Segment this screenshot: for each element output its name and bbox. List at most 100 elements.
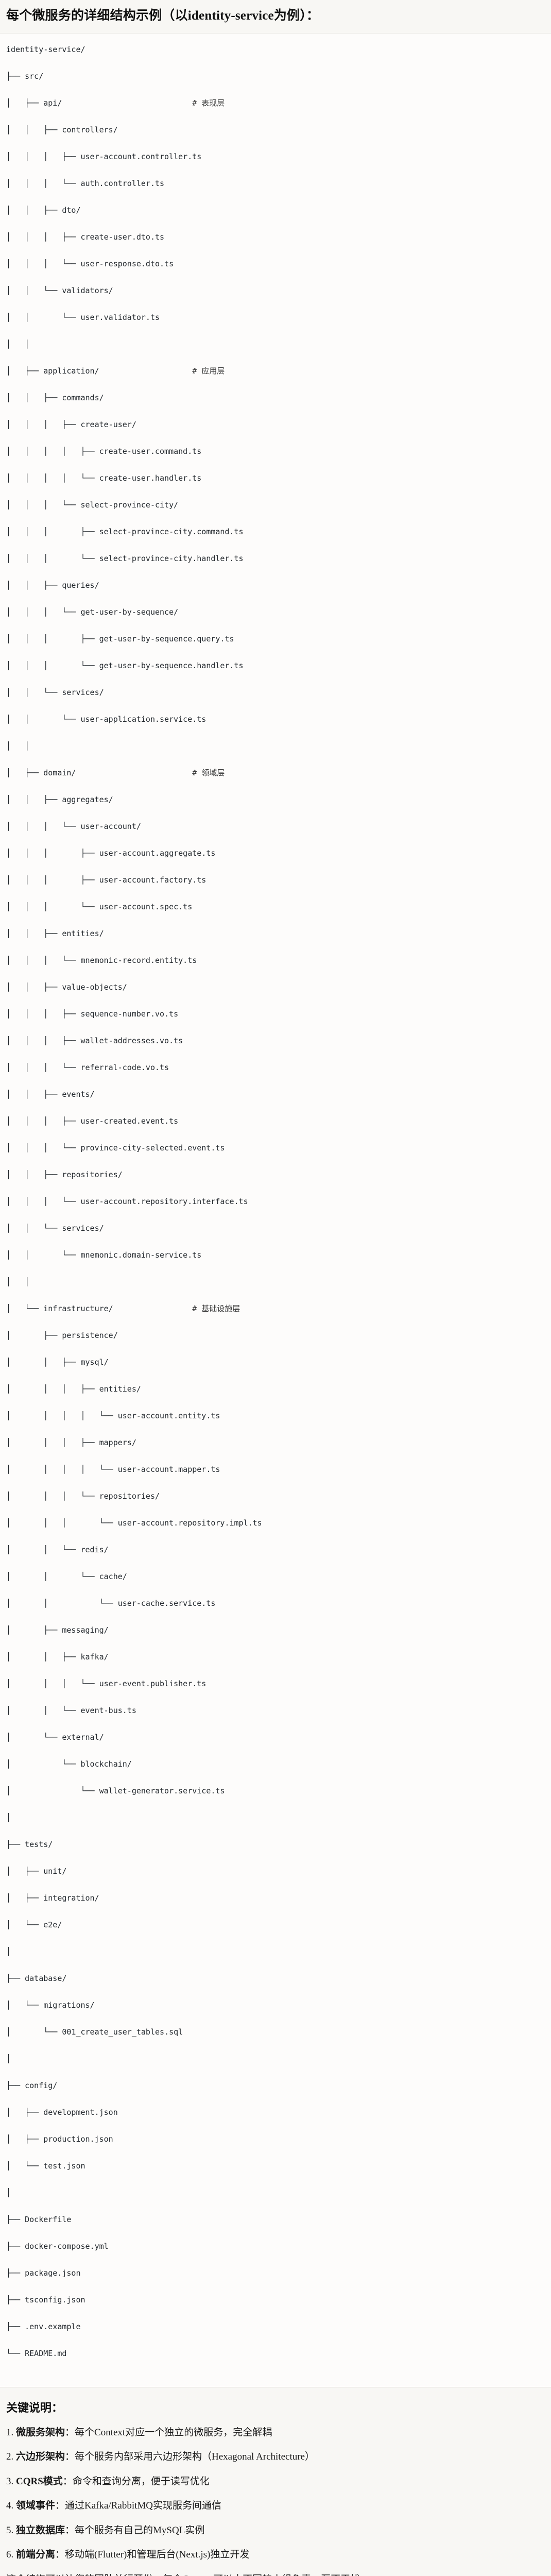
tree-line-gap [62,98,192,108]
key-note-term: 六边形架构 [16,2451,65,2463]
tree-line-comment: # 基础设施层 [192,1303,240,1313]
tree-line-path: │ │ └── cache/ [6,1571,127,1581]
tree-line-path: │ │ [6,339,30,349]
tree-line: │ │ └── user-cache.service.ts [6,1597,545,1610]
tree-line: │ │ │ ├── wallet-addresses.vo.ts [6,1034,545,1047]
tree-line: │ │ │ └── user-response.dto.ts [6,257,545,270]
tree-line: │ │ ├── events/ [6,1088,545,1101]
tree-line-path: │ │ │ └── province-city-selected.event.t… [6,1143,225,1153]
tree-line: │ │ ├── dto/ [6,204,545,217]
tree-line-path: │ ├── production.json [6,2134,113,2144]
tree-line: │ │ │ ├── create-user.dto.ts [6,230,545,244]
key-note-number: 5. [6,2524,16,2536]
tree-line-path: │ │ │ ├── mappers/ [6,1437,136,1447]
tree-line-path: │ │ │ └── user-response.dto.ts [6,259,174,268]
tree-line: │ ├── domain/ # 领域层 [6,766,545,779]
tree-line: │ │ ├── entities/ [6,927,545,940]
tree-line-path: │ ├── integration/ [6,1893,99,1903]
tree-line-path: │ │ [6,741,30,751]
key-note-number: 3. [6,2476,16,2487]
tree-line: │ │ ├── aggregates/ [6,793,545,806]
tree-line-path: ├── database/ [6,1973,67,1983]
tree-line-path: │ │ └── services/ [6,687,104,697]
tree-line-path: │ │ │ └── mnemonic-record.entity.ts [6,955,197,965]
key-note-item: 2. 六边形架构：每个服务内部采用六边形架构（Hexagonal Archite… [6,2450,545,2465]
key-note-term: 微服务架构 [16,2427,65,2438]
tree-line: identity-service/ [6,43,545,56]
tree-line: │ │ │ ├── entities/ [6,1382,545,1396]
tree-line: │ ├── development.json [6,2106,545,2119]
tree-line: │ └── external/ [6,1731,545,1744]
key-note-description: 每个服务有自己的MySQL实例 [75,2524,205,2536]
tree-line: ├── .env.example [6,2320,545,2333]
tree-line-path: └── README.md [6,2348,67,2358]
key-note-separator: ： [65,2427,75,2438]
tree-line: │ │ ├── mysql/ [6,1355,545,1369]
tree-line-path: │ │ │ └── user-account.repository.interf… [6,1196,248,1206]
tree-line: │ │ ├── queries/ [6,579,545,592]
tree-line: │ │ │ └── user-account.spec.ts [6,900,545,913]
key-note-term: 前端分离 [16,2549,56,2561]
tree-line: │ │ │ └── get-user-by-sequence.handler.t… [6,659,545,672]
tree-line: │ │ └── redis/ [6,1543,545,1556]
tree-line: │ │ ├── repositories/ [6,1168,545,1181]
tree-line: │ │ │ └── referral-code.vo.ts [6,1061,545,1074]
tree-line: ├── src/ [6,70,545,83]
tree-line-path: ├── tests/ [6,1839,53,1849]
key-note-number: 6. [6,2549,16,2561]
tree-line-gap [113,1304,193,1313]
tree-line-path: │ [6,1812,11,1822]
tree-line-path: │ │ └── user-application.service.ts [6,714,206,724]
tree-line-path: ├── .env.example [6,2321,81,2331]
tree-line-path: │ ├── api/ [6,98,62,108]
tree-line-comment: # 表现层 [192,98,225,108]
key-note-description: 每个Context对应一个独立的微服务，完全解耦 [75,2427,272,2438]
tree-line: │ │ │ ├── mappers/ [6,1436,545,1449]
tree-line: │ │ ├── value-objects/ [6,980,545,994]
page-title: 每个微服务的详细结构示例（以identity-service为例）： [6,9,320,23]
tree-line-path: │ │ ├── kafka/ [6,1652,109,1662]
tree-line: │ [6,2186,545,2199]
tree-line: │ │ │ ├── create-user/ [6,418,545,431]
tree-line: │ │ └── services/ [6,686,545,699]
tree-line-path: │ │ ├── controllers/ [6,125,118,134]
tree-line-path: │ │ │ └── select-province-city.handler.t… [6,553,244,563]
tree-line-path: ├── config/ [6,2080,58,2090]
tree-line: │ [6,1811,545,1824]
tree-line: │ │ │ └── user-account/ [6,820,545,833]
key-note-separator: ： [62,2476,73,2487]
tree-line: ├── database/ [6,1972,545,1985]
tree-line-path: │ │ └── validators/ [6,285,113,295]
key-note-term: CQRS模式 [16,2476,63,2487]
tree-line-path: │ [6,2054,11,2063]
tree-line: │ │ │ ├── user-created.event.ts [6,1114,545,1128]
tree-line: │ ├── api/ # 表现层 [6,96,545,110]
tree-line-path: │ │ │ │ └── create-user.handler.ts [6,473,202,483]
tree-line: │ │ │ └── select-province-city/ [6,498,545,512]
tree-line: │ │ └── event-bus.ts [6,1704,545,1717]
tree-line-path: │ └── infrastructure/ [6,1303,113,1313]
key-note-item: 6. 前端分离：移动端(Flutter)和管理后台(Next.js)独立开发 [6,2548,545,2563]
tree-line-path: │ │ │ └── referral-code.vo.ts [6,1062,169,1072]
tree-line-path: │ └── blockchain/ [6,1759,132,1769]
tree-line-path: │ [6,1946,11,1956]
tree-line-comment: # 领域层 [192,768,225,777]
tree-line-path: │ └── 001_create_user_tables.sql [6,2027,183,2037]
tree-line: │ │ └── user-application.service.ts [6,713,545,726]
tree-line: ├── Dockerfile [6,2213,545,2226]
tree-line-path: │ │ │ ├── entities/ [6,1384,141,1394]
tree-line-path: │ │ ├── aggregates/ [6,794,113,804]
tree-line: │ ├── production.json [6,2132,545,2146]
tree-line-path: │ │ │ └── select-province-city/ [6,500,179,510]
tree-line: │ │ │ │ └── user-account.entity.ts [6,1409,545,1422]
tree-line-path: │ [6,2188,11,2197]
tree-line: │ │ [6,1275,545,1289]
tree-line: │ │ [6,337,545,351]
tree-line: │ │ │ ├── user-account.controller.ts [6,150,545,163]
tree-line: │ │ │ └── mnemonic-record.entity.ts [6,954,545,967]
tree-line-path: ├── Dockerfile [6,2214,72,2224]
tree-line: │ │ │ └── user-event.publisher.ts [6,1677,545,1690]
tree-line: │ │ └── services/ [6,1222,545,1235]
